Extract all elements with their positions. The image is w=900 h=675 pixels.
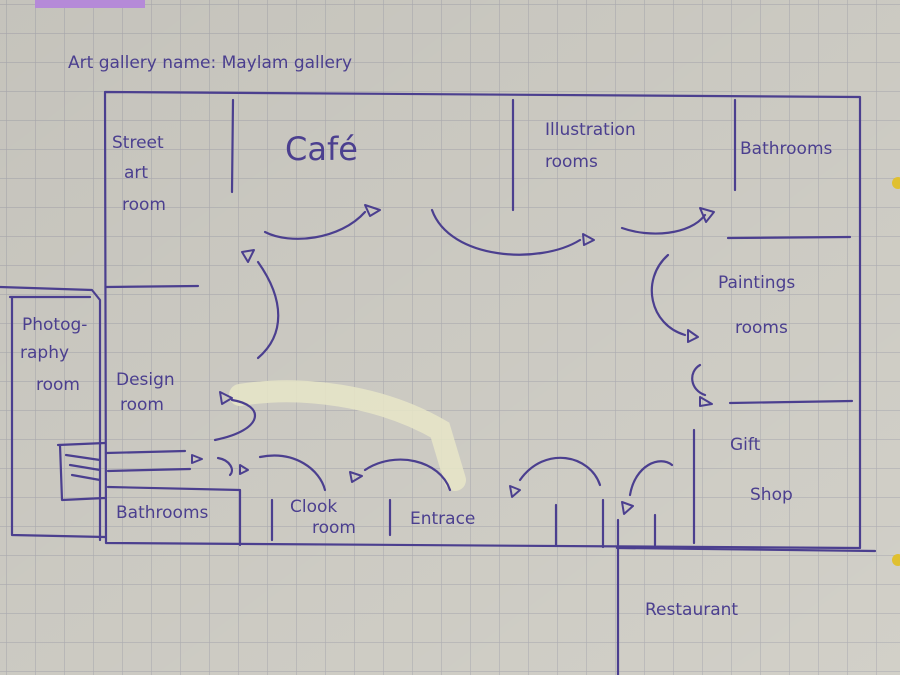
- entrance-label: Entrace: [410, 509, 475, 529]
- paintings-rooms-label-2: rooms: [735, 318, 788, 338]
- street-art-room-label-2: art: [124, 163, 148, 183]
- photography-room-label-2: raphy: [20, 343, 69, 363]
- cloak-room-label-2: room: [312, 518, 356, 538]
- cloak-room-label-1: Clook: [290, 497, 337, 517]
- street-art-room-label-1: Street: [112, 133, 164, 153]
- restaurant-label: Restaurant: [645, 600, 738, 620]
- highlighter-mark: [229, 380, 466, 491]
- illustration-rooms-label-1: Illustration: [545, 120, 636, 140]
- bathrooms-top-label: Bathrooms: [740, 139, 832, 159]
- design-room-label-1: Design: [116, 370, 175, 390]
- illustration-rooms-label-2: rooms: [545, 152, 598, 172]
- circulation-arrows: [191, 204, 715, 515]
- bathrooms-bottom-label: Bathrooms: [116, 503, 208, 523]
- gallery-title: Art gallery name: Maylam gallery: [68, 53, 352, 73]
- photography-room-label-3: room: [36, 375, 80, 395]
- paintings-rooms-label-1: Paintings: [718, 273, 795, 293]
- street-art-room-label-3: room: [122, 195, 166, 215]
- design-room-label-2: room: [120, 395, 164, 415]
- photography-room-label-1: Photog-: [22, 315, 87, 335]
- cafe-label: Café: [285, 130, 358, 168]
- walls: [0, 90, 877, 675]
- gift-shop-label-2: Shop: [750, 485, 793, 505]
- sticky-tab: [35, 0, 145, 8]
- gift-shop-label-1: Gift: [730, 435, 761, 455]
